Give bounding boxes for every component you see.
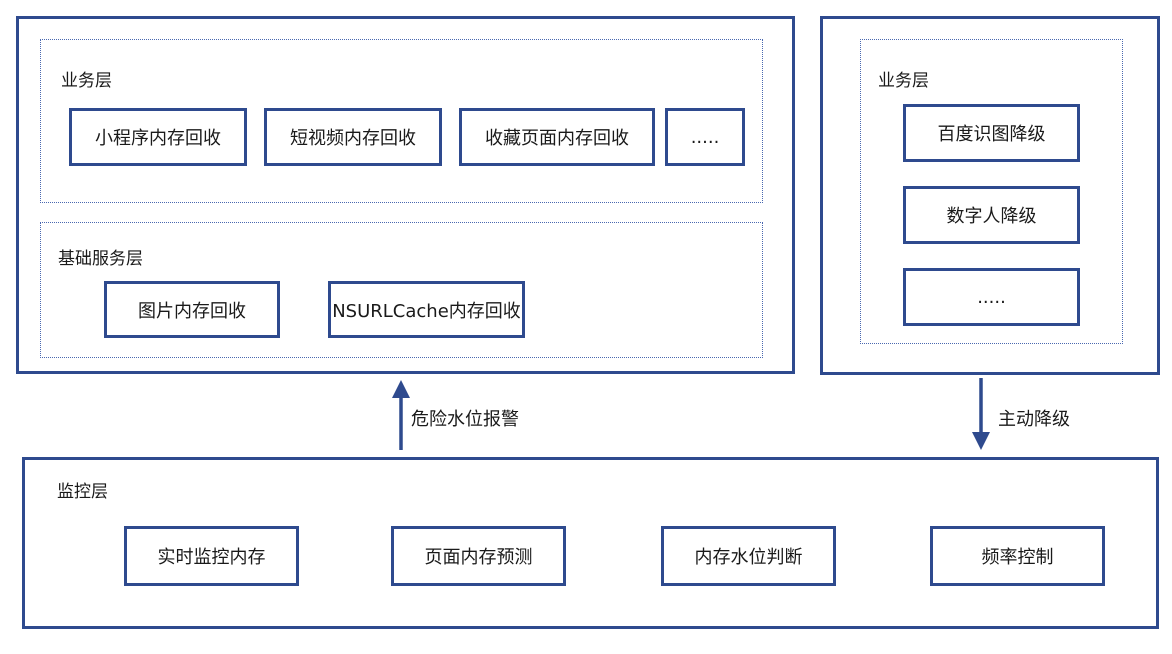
active-downgrade-label: 主动降级 xyxy=(998,409,1070,430)
mini-program-memory-box: 小程序内存回收 xyxy=(69,108,247,166)
right-business-layer-label: 业务层 xyxy=(878,71,929,91)
base-service-layer xyxy=(40,222,763,358)
page-memory-prediction-box: 页面内存预测 xyxy=(391,526,566,586)
down-arrow-icon xyxy=(972,378,990,450)
left-business-layer xyxy=(40,39,763,203)
nsurlcache-memory-box: NSURLCache内存回收 xyxy=(328,281,525,338)
baidu-image-recognition-box: 百度识图降级 xyxy=(903,104,1080,162)
right-business-more-box: ..... xyxy=(903,268,1080,326)
realtime-monitor-box: 实时监控内存 xyxy=(124,526,299,586)
left-business-more-box: ..... xyxy=(665,108,745,166)
left-business-layer-label: 业务层 xyxy=(61,71,112,91)
frequency-control-box: 频率控制 xyxy=(930,526,1105,586)
digital-human-box: 数字人降级 xyxy=(903,186,1080,244)
danger-level-alarm-label: 危险水位报警 xyxy=(411,409,519,430)
short-video-memory-box: 短视频内存回收 xyxy=(264,108,442,166)
memory-level-judgement-box: 内存水位判断 xyxy=(661,526,836,586)
right-business-layer xyxy=(860,39,1123,344)
favorites-page-memory-box: 收藏页面内存回收 xyxy=(459,108,655,166)
up-arrow-icon xyxy=(392,380,410,450)
base-service-layer-label: 基础服务层 xyxy=(58,249,143,269)
monitor-layer-label: 监控层 xyxy=(57,482,108,502)
image-memory-box: 图片内存回收 xyxy=(104,281,280,338)
